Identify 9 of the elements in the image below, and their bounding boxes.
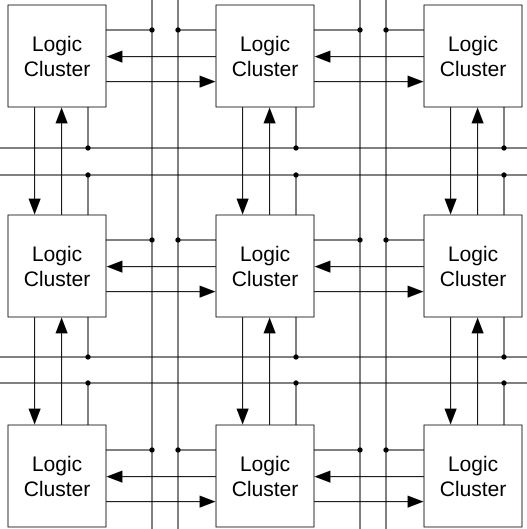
logic-cluster-box: Logic Cluster — [424, 424, 522, 528]
logic-cluster-box: Logic Cluster — [8, 214, 106, 318]
logic-cluster-box: Logic Cluster — [216, 4, 314, 108]
logic-cluster-box: Logic Cluster — [216, 214, 314, 318]
logic-cluster-box: Logic Cluster — [424, 4, 522, 108]
logic-cluster-box: Logic Cluster — [424, 214, 522, 318]
logic-cluster-box: Logic Cluster — [216, 424, 314, 528]
logic-cluster-box: Logic Cluster — [8, 424, 106, 528]
logic-cluster-box: Logic Cluster — [8, 4, 106, 108]
